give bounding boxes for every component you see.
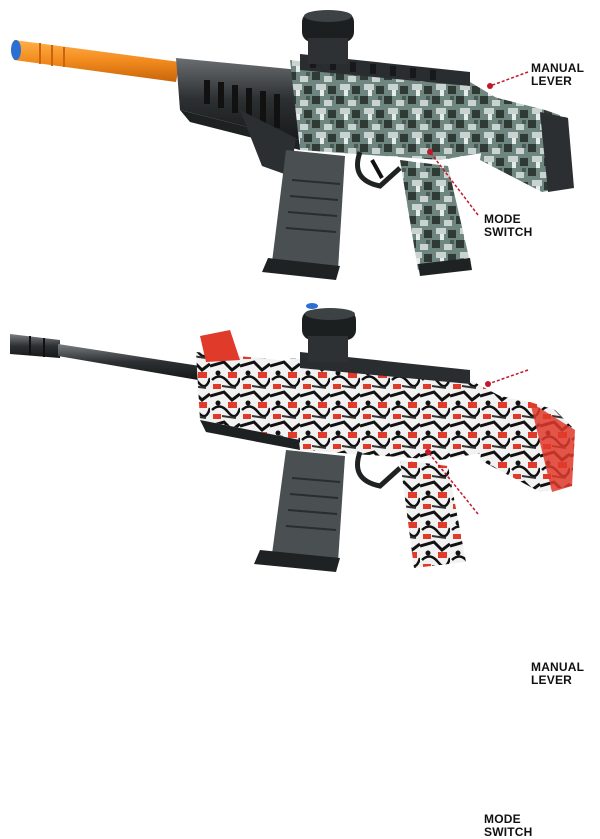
barrel-orange — [11, 40, 180, 82]
graffiti-blaster-illustration — [10, 303, 575, 572]
handguard-graffiti — [196, 330, 300, 450]
manual-lever-label-top: MANUAL LEVER — [531, 61, 585, 88]
mode-switch-label-bottom: MODE SWITCH — [484, 812, 533, 839]
callout-manual-lever-top — [487, 71, 529, 89]
product-panel-camo: MANUAL LEVER MODE SWITCH — [0, 0, 600, 300]
mode-switch-label-top: MODE SWITCH — [484, 212, 533, 239]
grip — [355, 151, 472, 276]
camo-blaster-illustration — [11, 10, 574, 280]
callout-mode-switch-top — [427, 149, 479, 216]
manual-lever-label-bottom: MANUAL LEVER — [531, 660, 585, 687]
product-panel-graffiti: MANUAL LEVER MODE SWITCH — [0, 300, 600, 839]
stock-camo — [480, 96, 574, 192]
receiver-graffiti — [290, 303, 500, 460]
magazine-graffiti — [254, 450, 345, 572]
grip-graffiti — [355, 451, 466, 568]
magazine — [262, 150, 345, 280]
stock-graffiti — [480, 394, 575, 492]
receiver-camo — [290, 10, 500, 160]
callout-manual-lever-bottom — [485, 369, 529, 387]
barrel-black — [10, 334, 200, 380]
callout-mode-switch-bottom — [425, 449, 479, 515]
handguard — [176, 58, 300, 176]
